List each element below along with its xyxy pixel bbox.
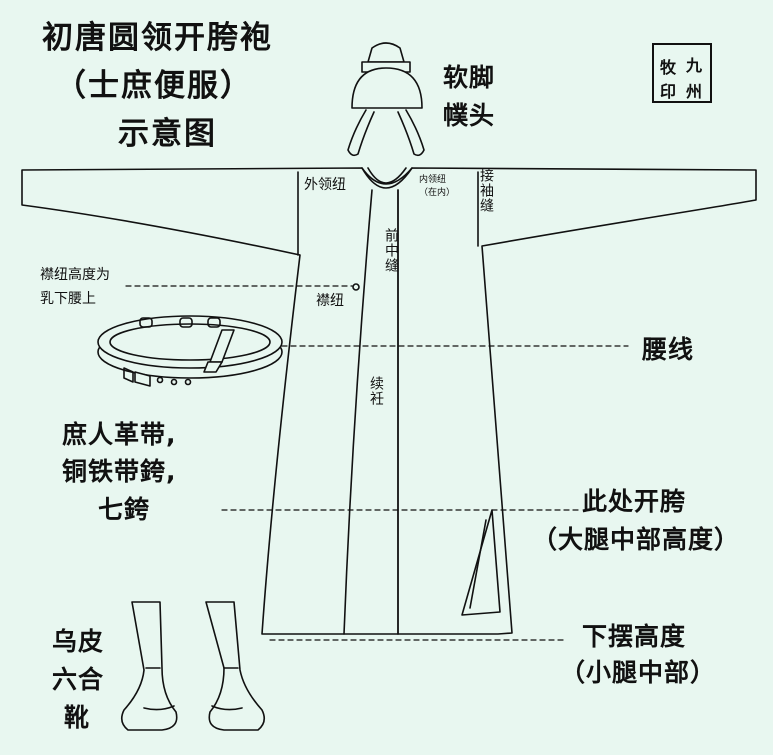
hat-label-line-1: 软脚 (443, 63, 496, 92)
title-line-3: 示意图 (118, 116, 217, 152)
futou-hat-drawing (347, 42, 425, 157)
inner-collar-note-label: （在内） (419, 188, 456, 198)
author-seal: 牧 九 印 州 (652, 43, 712, 103)
inner-collar-button-label: 内领纽 (419, 175, 447, 185)
slit-label-line-2: （大腿中部高度） (532, 525, 741, 554)
sleeve-seam-label: 接袖缝 (478, 168, 494, 213)
seal-char-2: 九 (686, 56, 703, 75)
title-line-1: 初唐圆领开胯袍 (42, 20, 273, 56)
waistline-label: 腰线 (642, 335, 695, 364)
belt-label-line-2: 铜铁带銙, (62, 457, 177, 486)
guide-lines (125, 285, 629, 641)
lapel-height-label-line-1: 襟纽高度为 (40, 267, 110, 283)
belt-label-line-1: 庶人革带, (62, 420, 177, 449)
outer-collar-button-label: 外领纽 (304, 177, 346, 193)
title-line-2: （士庶便服） (55, 68, 253, 104)
seal-char-1: 牧 (660, 58, 677, 77)
belt-label-line-3: 七銙 (98, 495, 151, 524)
round-collar-robe-drawing (21, 167, 757, 635)
boots-label-line-1: 乌皮 (52, 627, 105, 656)
seal-char-3: 印 (660, 82, 677, 101)
hem-label-line-2: （小腿中部） (560, 658, 717, 687)
lapel-button-label: 襟纽 (316, 293, 344, 309)
hem-label-line-1: 下摆高度 (582, 622, 687, 651)
hat-label-line-2: 幞头 (443, 101, 496, 130)
gusset-label: 续衽 (368, 376, 384, 406)
slit-label-line-1: 此处开胯 (582, 487, 687, 516)
front-center-seam-label: 前中缝 (383, 228, 399, 273)
leather-belt-drawing (97, 315, 283, 387)
black-leather-boots-drawing (120, 601, 266, 731)
boots-label-line-2: 六合 (52, 665, 105, 694)
boots-label-line-3: 靴 (64, 703, 91, 732)
seal-char-4: 州 (686, 82, 703, 101)
lapel-height-label-line-2: 乳下腰上 (40, 291, 96, 307)
